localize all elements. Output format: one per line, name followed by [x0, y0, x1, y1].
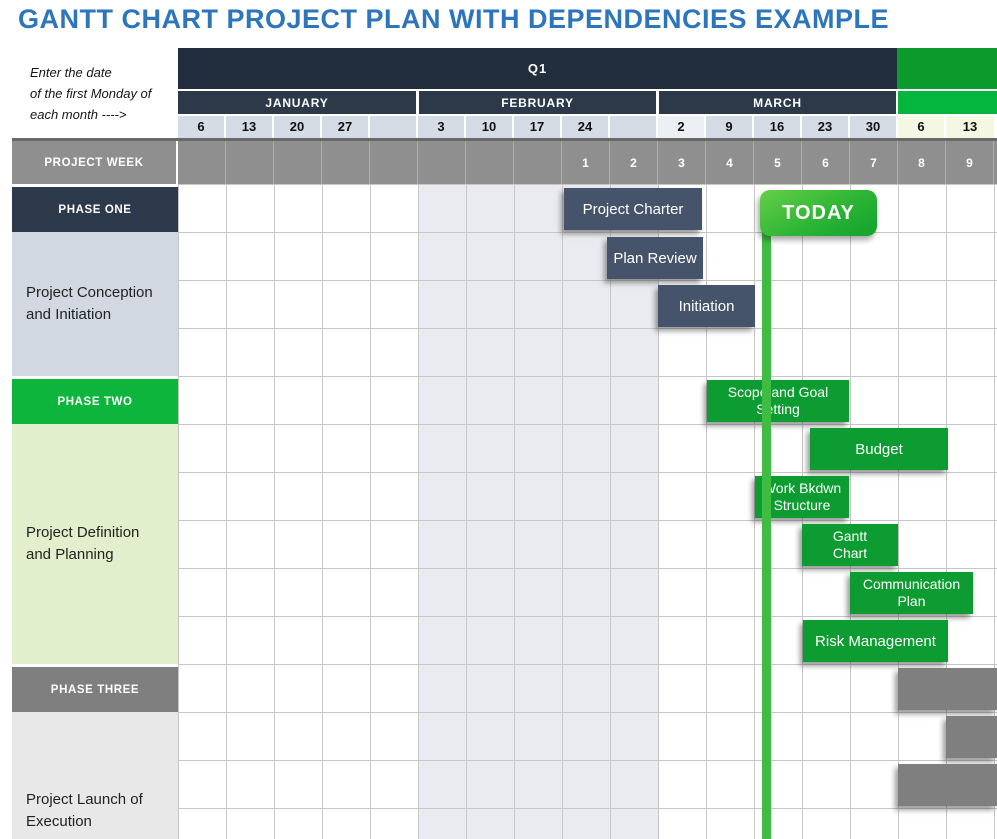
task-bar-initiation[interactable]: Initiation: [658, 285, 755, 327]
date-cell[interactable]: 13: [946, 116, 994, 138]
date-cell[interactable]: 23: [802, 116, 850, 138]
phase-two-header: PHASE TWO: [12, 379, 178, 424]
week-number-cell: 1: [562, 141, 610, 184]
task-bar-communication-plan[interactable]: Communication Plan: [850, 572, 973, 614]
date-cell[interactable]: 9: [706, 116, 754, 138]
quarter-band: Q1: [178, 48, 897, 89]
week-number-cell: [370, 141, 418, 184]
task-bar-scope-goal-setting[interactable]: Scope and Goal Setting: [707, 380, 849, 422]
date-cell[interactable]: [610, 116, 658, 138]
date-cell[interactable]: 20: [274, 116, 322, 138]
note-line: Enter the date: [30, 65, 112, 80]
month-january: JANUARY: [178, 91, 416, 114]
week-number-cell: [514, 141, 562, 184]
today-badge[interactable]: TODAY: [760, 190, 877, 236]
first-monday-note: Enter the date of the first Monday of ea…: [30, 62, 180, 125]
phase-one-section-label: Project Conception and Initiation: [12, 232, 178, 376]
month-february: FEBRUARY: [419, 91, 656, 114]
page-title: GANTT CHART PROJECT PLAN WITH DEPENDENCI…: [18, 4, 890, 34]
phase-three-section-label: Project Launch of Execution: [12, 712, 178, 839]
note-line: each month ---->: [30, 107, 127, 122]
date-cell[interactable]: [370, 116, 418, 138]
week-number-cell: 2: [610, 141, 658, 184]
task-bar-phase3-3[interactable]: [898, 764, 997, 806]
date-cell[interactable]: 3: [418, 116, 466, 138]
task-bar-risk-management[interactable]: Risk Management: [803, 620, 948, 662]
date-cell[interactable]: 24: [562, 116, 610, 138]
date-cell[interactable]: 17: [514, 116, 562, 138]
week-number-cell: 6: [802, 141, 850, 184]
date-cell[interactable]: 10: [466, 116, 514, 138]
week-number-cell: 4: [706, 141, 754, 184]
month-band-green-block: [898, 91, 997, 114]
week-number-cell: [274, 141, 322, 184]
gantt-grid: [178, 184, 997, 839]
week-number-cell: 8: [898, 141, 946, 184]
header-divider: [12, 138, 997, 141]
date-cell[interactable]: 30: [850, 116, 898, 138]
phase-one-header: PHASE ONE: [12, 187, 178, 232]
project-week-label: PROJECT WEEK: [12, 141, 176, 184]
week-number-cell: 7: [850, 141, 898, 184]
week-number-cell: 3: [658, 141, 706, 184]
date-cell[interactable]: 13: [226, 116, 274, 138]
date-cell[interactable]: 16: [754, 116, 802, 138]
grid-lines: [178, 184, 997, 839]
today-line: [762, 210, 771, 839]
task-bar-phase3-1[interactable]: [898, 668, 997, 710]
phase-three-header: PHASE THREE: [12, 667, 178, 712]
task-bar-budget[interactable]: Budget: [810, 428, 948, 470]
task-bar-project-charter[interactable]: Project Charter: [564, 188, 702, 230]
week-number-cell: 5: [754, 141, 802, 184]
week-number-cell: [178, 141, 226, 184]
date-cell[interactable]: 2: [658, 116, 706, 138]
task-bar-plan-review[interactable]: Plan Review: [607, 237, 703, 279]
project-week-row: 1 2 3 4 5 6 7 8 9: [178, 141, 997, 184]
week-number-cell: [322, 141, 370, 184]
month-march: MARCH: [659, 91, 896, 114]
quarter-band-green-block: [897, 48, 997, 89]
phase-two-section-label: Project Definition and Planning: [12, 424, 178, 664]
week-number-cell: 9: [946, 141, 994, 184]
week-date-row: 6 13 20 27 3 10 17 24 2 9 16 23 30 6 13: [178, 116, 997, 138]
week-number-cell: [418, 141, 466, 184]
week-number-cell: [226, 141, 274, 184]
date-cell[interactable]: 6: [178, 116, 226, 138]
task-bar-phase3-2[interactable]: [946, 716, 997, 758]
week-number-cell: [466, 141, 514, 184]
task-bar-gantt-chart[interactable]: Gantt Chart: [802, 524, 898, 566]
date-cell[interactable]: 27: [322, 116, 370, 138]
note-line: of the first Monday of: [30, 86, 152, 101]
date-cell[interactable]: 6: [898, 116, 946, 138]
